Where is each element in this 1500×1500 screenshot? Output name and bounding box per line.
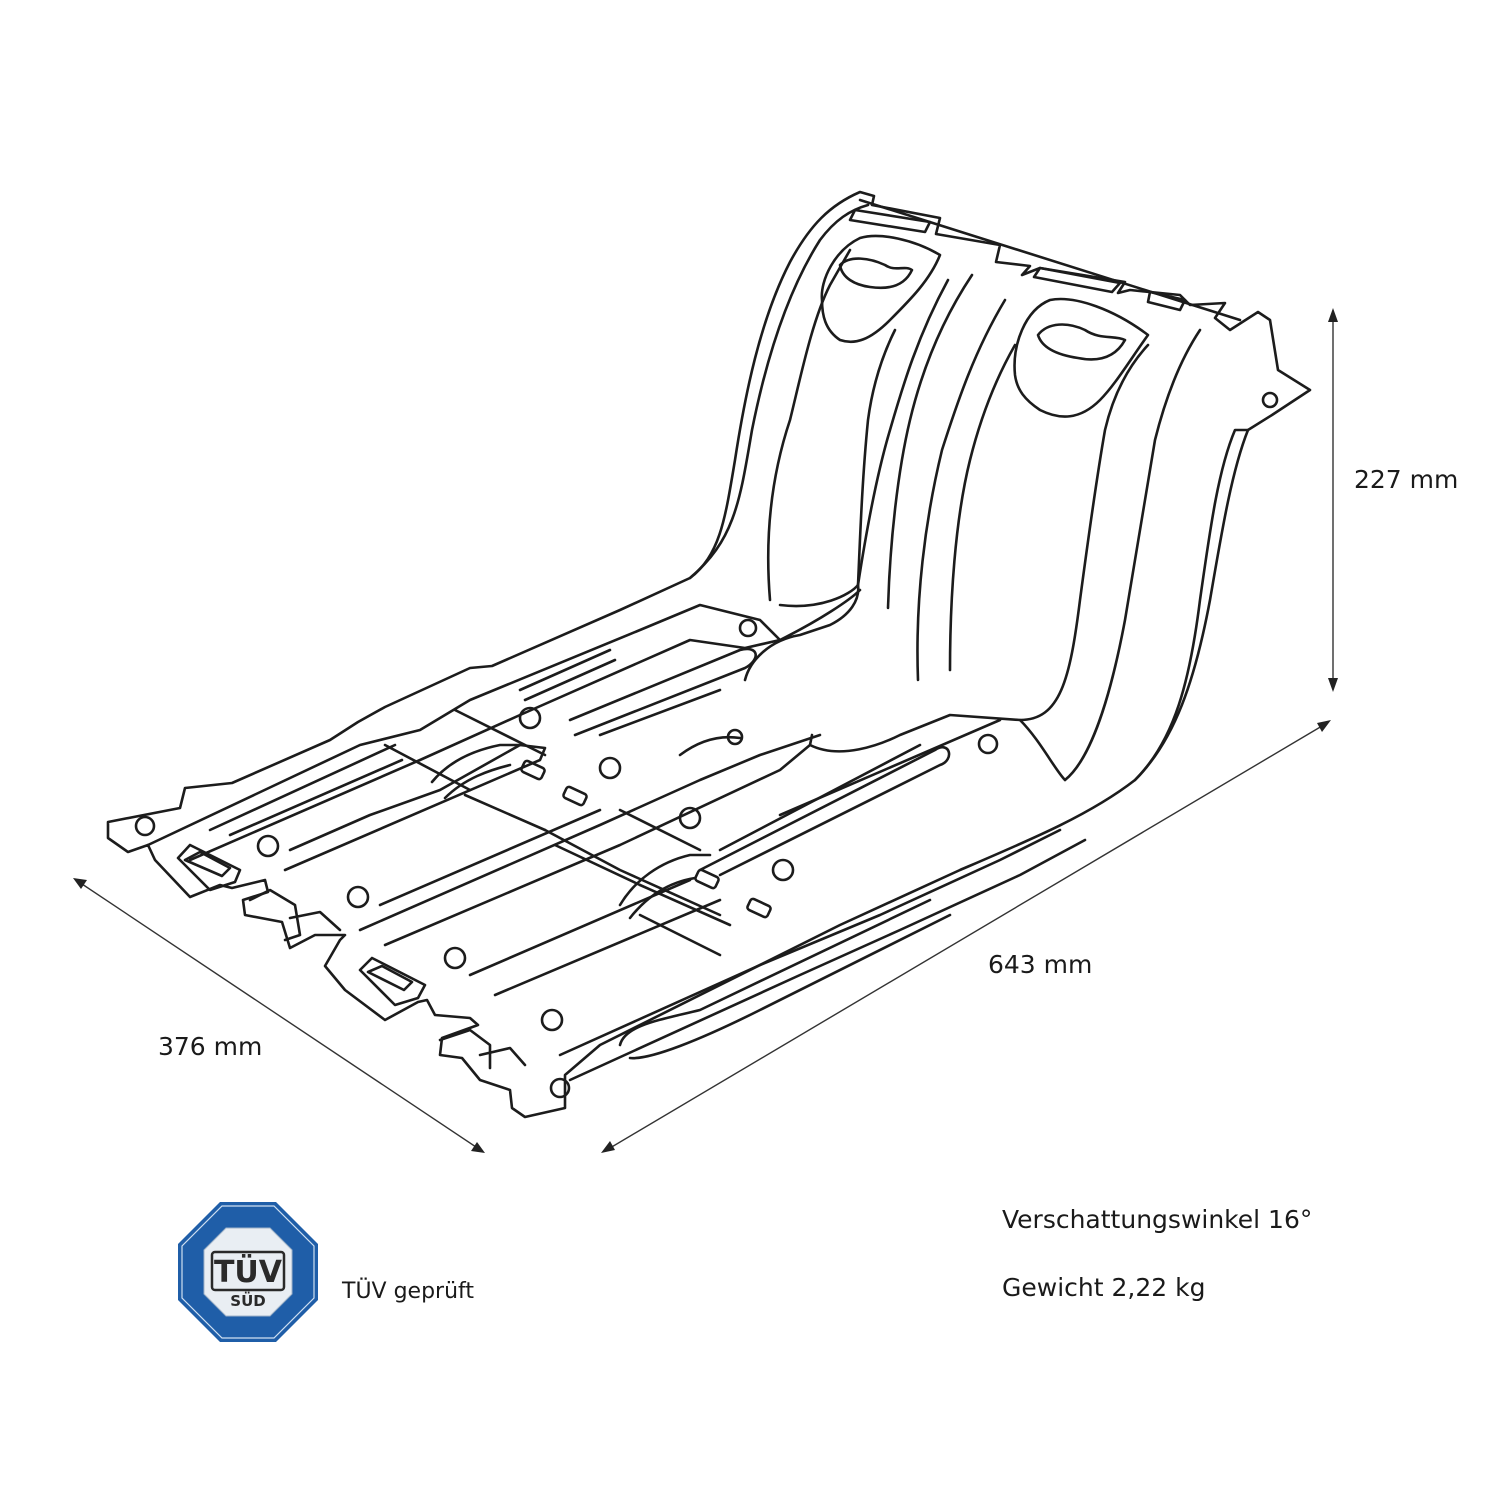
weight-spec: Gewicht 2,22 kg xyxy=(1002,1273,1206,1302)
tuv-badge-bottom-text: SÜD xyxy=(230,1291,265,1310)
width-dimension-line xyxy=(73,878,485,1153)
tuv-sued-badge-icon: TÜV SÜD xyxy=(178,1202,318,1342)
shadow-angle-spec: Verschattungswinkel 16° xyxy=(1002,1205,1313,1234)
width-dimension-label: 376 mm xyxy=(158,1032,263,1061)
length-dimension-label: 643 mm xyxy=(988,950,1093,979)
tuv-badge-top-text: TÜV xyxy=(214,1253,283,1290)
tuv-certification-caption: TÜV geprüft xyxy=(342,1279,475,1304)
mounting-bracket-outline xyxy=(106,190,1312,1119)
height-dimension-line xyxy=(1328,308,1338,692)
length-dimension-line xyxy=(601,720,1331,1153)
height-dimension-label: 227 mm xyxy=(1354,465,1459,494)
